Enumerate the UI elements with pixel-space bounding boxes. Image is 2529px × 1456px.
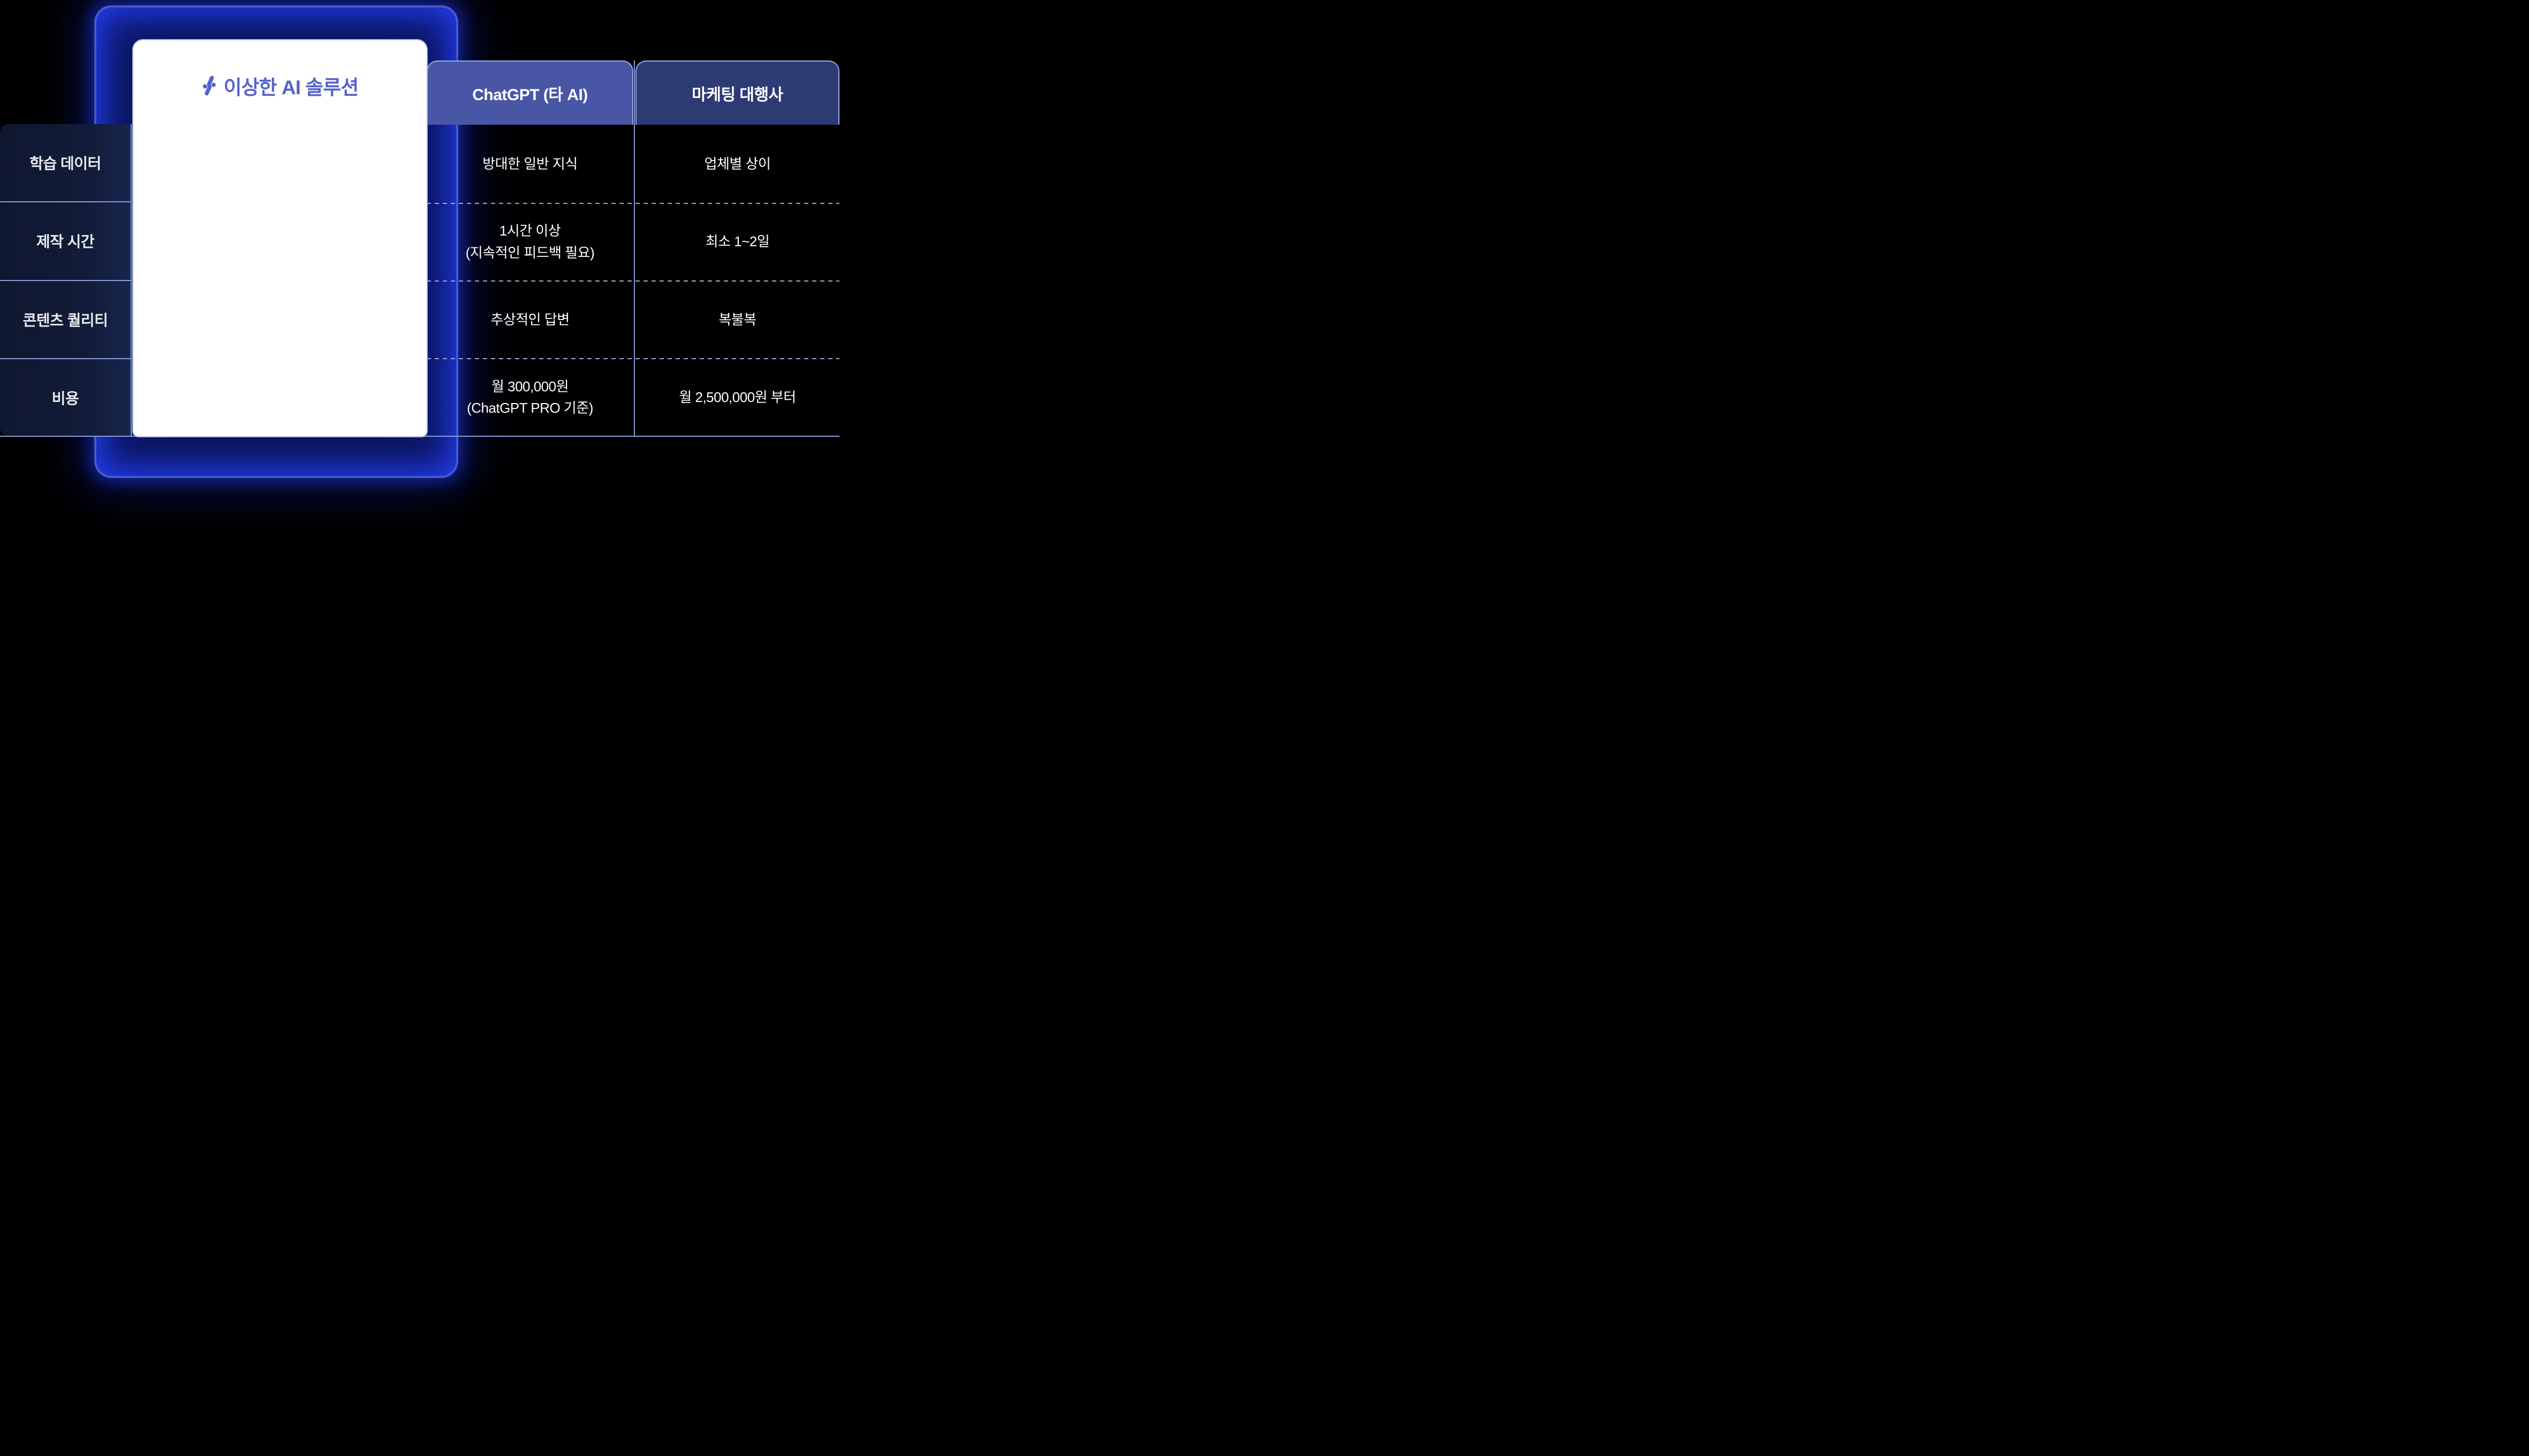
column-header-chatgpt: ChatGPT (타 AI) <box>427 60 633 125</box>
cell-chatgpt-content-quality: 추상적인 답변 <box>427 280 633 359</box>
cell-agency-content-quality: 복불복 <box>635 280 839 359</box>
row-separator-dashed-2 <box>427 280 839 282</box>
cell-chatgpt-learning-data: 방대한 일반 지식 <box>427 125 633 203</box>
brand-logo: 이상한 AI 솔루션 <box>133 71 427 100</box>
row-label-production-time: 제작 시간 <box>0 202 131 281</box>
cell-text: 최소 1~2일 <box>705 233 770 250</box>
cell-text: 복불복 <box>718 311 756 328</box>
row-label-column: 학습 데이터 제작 시간 콘텐츠 퀄리티 비용 <box>0 124 132 436</box>
table-bottom-border <box>0 436 839 437</box>
cell-text: (지속적인 피드백 필요) <box>465 244 595 261</box>
cell-agency-production-time: 최소 1~2일 <box>635 203 839 280</box>
column-header-agency: 마케팅 대행사 <box>635 60 839 125</box>
cell-text: 월 300,000원 <box>491 378 569 395</box>
cell-text: 월 2,500,000원 부터 <box>679 389 796 405</box>
row-separator-dashed-1 <box>427 203 839 204</box>
cell-text: (ChatGPT PRO 기준) <box>467 400 593 416</box>
row-label-cost: 비용 <box>51 390 79 407</box>
cell-text: 업체별 상이 <box>704 155 771 172</box>
cell-text: 1시간 이상 <box>499 223 561 239</box>
comparison-table: 학습 데이터 제작 시간 콘텐츠 퀄리티 비용 ChatGPT (타 AI) 마… <box>0 0 839 483</box>
column-separator-line <box>634 60 635 437</box>
brand-logo-text: 이상한 AI 솔루션 <box>223 77 359 98</box>
row-label-learning-data: 학습 데이터 <box>0 124 131 203</box>
cell-text: 추상적인 답변 <box>490 311 570 328</box>
cell-chatgpt-cost: 월 300,000원 (ChatGPT PRO 기준) <box>427 359 633 436</box>
row-separator-dashed-3 <box>427 358 839 359</box>
cell-agency-learning-data: 업체별 상이 <box>635 125 839 203</box>
cell-agency-cost: 월 2,500,000원 부터 <box>635 359 839 436</box>
cell-text: 방대한 일반 지식 <box>482 155 578 172</box>
cell-chatgpt-production-time: 1시간 이상 (지속적인 피드백 필요) <box>427 203 633 280</box>
brand-logo-icon <box>202 75 216 96</box>
row-label-content-quality: 콘텐츠 퀄리티 <box>0 281 131 359</box>
brand-card: 이상한 AI 솔루션 <box>133 40 427 436</box>
column-header-chatgpt-label: ChatGPT (타 AI) <box>472 86 588 104</box>
column-header-agency-label: 마케팅 대행사 <box>692 86 783 104</box>
